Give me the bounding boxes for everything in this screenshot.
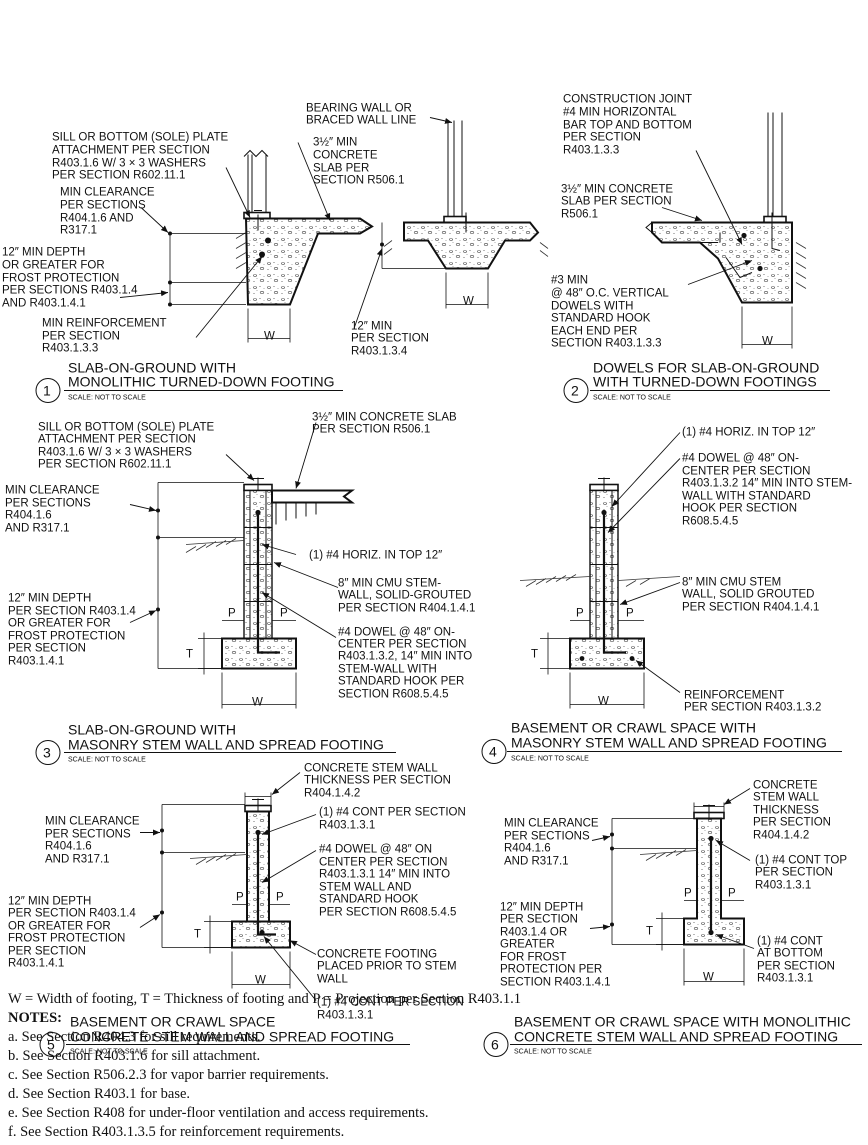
d3-scale: SCALE: NOT TO SCALE xyxy=(68,757,146,764)
d4-w-label: W xyxy=(598,696,609,708)
d4-scale: SCALE: NOT TO SCALE xyxy=(511,756,589,763)
d3-clearance-label: MIN CLEARANCE PER SECTIONS R404.1.6 AND … xyxy=(5,485,103,535)
d2-number-bubble xyxy=(563,378,589,403)
d4-t-label: T xyxy=(531,649,538,661)
d6-p-right: P xyxy=(728,888,736,900)
d4-p-right: P xyxy=(626,608,634,620)
d6-number: 6 xyxy=(491,1037,499,1053)
d6-title-1: BASEMENT OR CRAWL SPACE WITH MONOLITHIC xyxy=(514,1014,851,1030)
d1-number-bubble xyxy=(35,378,61,403)
d5-stem-label: CONCRETE STEM WALL THICKNESS PER SECTION… xyxy=(304,763,454,800)
detail-2: W CONSTRUCTION JOINT #4 MIN HORIZONTAL B… xyxy=(551,94,830,403)
d2-w-label: W xyxy=(762,336,773,348)
d3-p-left: P xyxy=(228,608,236,620)
d5-p-left: P xyxy=(236,892,244,904)
d5-dowel-label: #4 DOWEL @ 48″ ON CENTER PER SECTION R40… xyxy=(319,844,456,919)
d2-joint-label: CONSTRUCTION JOINT #4 MIN HORIZONTAL BAR… xyxy=(563,94,695,157)
note-b: b. See Section R403.1.6 for sill attachm… xyxy=(8,1048,261,1064)
d5-t-label: T xyxy=(194,929,201,941)
d1-sill-label: SILL OR BOTTOM (SOLE) PLATE ATTACHMENT P… xyxy=(52,132,231,182)
legend-notes: W = Width of footing, T = Thickness of f… xyxy=(8,990,858,1142)
detail-1: W W SILL OR BOTTOM (SOLE) PLATE ATTACHME… xyxy=(2,103,549,403)
d2-dowels-label: #3 MIN @ 48″ O.C. VERTICAL DOWELS WITH S… xyxy=(551,275,672,350)
d4-title-1: BASEMENT OR CRAWL SPACE WITH xyxy=(511,720,756,736)
d3-horiz-label: (1) #4 HORIZ. IN TOP 12″ xyxy=(309,550,442,562)
d3-p-right: P xyxy=(280,608,288,620)
d4-number: 4 xyxy=(489,744,497,760)
d4-reinf-label: REINFORCEMENT PER SECTION R403.1.3.2 xyxy=(684,690,821,714)
d6-p-left: P xyxy=(684,888,692,900)
d1-clearance-label: MIN CLEARANCE PER SECTIONS R404.1.6 AND … xyxy=(60,187,158,237)
d3-title-1: SLAB-ON-GROUND WITH xyxy=(68,722,236,738)
detail-5: T W P P CONCRETE STEM WALL THICKNESS PER… xyxy=(8,763,469,1057)
note-f: f. See Section R403.1.3.5 for reinforcem… xyxy=(8,1124,345,1140)
d5-footing-label: CONCRETE FOOTING PLACED PRIOR TO STEM WA… xyxy=(317,949,460,986)
d1-depth-label: 12″ MIN DEPTH OR GREATER FOR FROST PROTE… xyxy=(2,247,141,310)
d6-depth-label: 12″ MIN DEPTH PER SECTION R403.1.4 OR GR… xyxy=(500,902,611,989)
d6-cont-top-label: (1) #4 CONT TOP PER SECTION R403.1.3.1 xyxy=(755,855,850,892)
d6-stem-label: CONCRETE STEM WALL THICKNESS PER SECTION… xyxy=(753,780,834,842)
d5-cont-bottom-label: (1) #4 CONT PER SECTION R403.1.3.1 xyxy=(317,997,467,1022)
d4-horiz-label: (1) #4 HORIZ. IN TOP 12″ xyxy=(682,427,815,439)
d1-number: 1 xyxy=(43,383,51,399)
d5-title-1: BASEMENT OR CRAWL SPACE xyxy=(70,1014,275,1030)
dimension-definition: W = Width of footing, T = Thickness of f… xyxy=(8,991,522,1007)
d3-t-label: T xyxy=(186,649,193,661)
d3-w-label: W xyxy=(252,697,263,709)
d6-cont-bottom-label: (1) #4 CONT AT BOTTOM PER SECTION R403.1… xyxy=(757,936,838,985)
d3-number: 3 xyxy=(43,745,51,761)
d5-number-bubble xyxy=(39,1032,65,1057)
d4-title-2: MASONRY STEM WALL AND SPREAD FOOTING xyxy=(511,735,827,751)
d2-slab-label: 3½″ MIN CONCRETE SLAB PER SECTION R506.1 xyxy=(561,184,676,221)
d4-cmu-label: 8″ MIN CMU STEM WALL, SOLID GROUTED PER … xyxy=(682,577,819,614)
d1-w-label: W xyxy=(264,331,275,343)
d3-slab-label: 3½″ MIN CONCRETE SLAB PER SECTION R506.1 xyxy=(312,412,460,436)
d5-depth-label: 12″ MIN DEPTH PER SECTION R403.1.4 OR GR… xyxy=(8,896,139,970)
d4-number-bubble xyxy=(481,739,507,764)
d2-title-2: WITH TURNED-DOWN FOOTINGS xyxy=(593,374,817,390)
d1-min12-label: 12″ MIN PER SECTION R403.1.3.4 xyxy=(351,321,432,358)
d6-title-2: CONCRETE STEM WALL AND SPREAD FOOTING xyxy=(514,1029,838,1045)
d1b-w-label: W xyxy=(463,296,474,308)
d6-clearance-label: MIN CLEARANCE PER SECTIONS R404.1.6 AND … xyxy=(504,818,602,868)
d1-reinforcement-label: MIN REINFORCEMENT PER SECTION R403.1.3.3 xyxy=(42,318,170,355)
d1-title-2: MONOLITHIC TURNED-DOWN FOOTING xyxy=(68,374,335,390)
note-d: d. See Section R403.1 for base. xyxy=(8,1086,191,1102)
d4-dowel-label: #4 DOWEL @ 48″ ON- CENTER PER SECTION R4… xyxy=(682,453,855,528)
d3-sill-label: SILL OR BOTTOM (SOLE) PLATE ATTACHMENT P… xyxy=(38,422,217,471)
d3-title-2: MASONRY STEM WALL AND SPREAD FOOTING xyxy=(68,737,384,753)
d6-scale: SCALE: NOT TO SCALE xyxy=(514,1049,592,1056)
d3-number-bubble xyxy=(35,740,61,765)
d3-depth-label: 12″ MIN DEPTH PER SECTION R403.1.4 OR GR… xyxy=(8,593,139,668)
d5-number: 5 xyxy=(47,1037,55,1053)
d5-p-right: P xyxy=(276,892,284,904)
note-a: a. See Section R404.3 for sill requireme… xyxy=(8,1029,261,1045)
notes-heading: NOTES: xyxy=(8,1010,62,1026)
d2-number: 2 xyxy=(571,383,579,399)
d1-bearing-label: BEARING WALL OR BRACED WALL LINE xyxy=(306,103,417,127)
d1-scale: SCALE: NOT TO SCALE xyxy=(68,395,146,402)
d6-t-label: T xyxy=(646,926,653,938)
d5-w-label: W xyxy=(255,975,266,987)
d5-title-2: CONCRETE STEM WALL AND SPREAD FOOTING xyxy=(70,1029,394,1045)
note-c: c. See Section R506.2.3 for vapor barrie… xyxy=(8,1067,329,1083)
d6-number-bubble xyxy=(483,1032,509,1057)
d5-cont-label: (1) #4 CONT PER SECTION R403.1.3.1 xyxy=(319,807,469,832)
detail-6: T W P P CONCRETE STEM WALL THICKNESS PER… xyxy=(483,780,862,1057)
d3-dowel-label: #4 DOWEL @ 48″ ON- CENTER PER SECTION R4… xyxy=(338,627,475,701)
d2-scale: SCALE: NOT TO SCALE xyxy=(593,395,671,402)
d3-cmu-label: 8″ MIN CMU STEM- WALL, SOLID-GROUTED PER… xyxy=(338,578,475,615)
note-e: e. See Section R408 for under-floor vent… xyxy=(8,1105,429,1121)
d1-title-1: SLAB-ON-GROUND WITH xyxy=(68,360,236,376)
detail-4: T W P P (1) #4 HORIZ. IN TOP 12″ #4 DOWE… xyxy=(481,427,855,764)
detail-3: T W P P SILL OR BOTTOM (SOLE) PLATE ATTA… xyxy=(5,412,475,765)
d6-w-label: W xyxy=(703,972,714,984)
d2-title-1: DOWELS FOR SLAB-ON-GROUND xyxy=(593,360,819,376)
d1-slab-label: 3½″ MIN CONCRETE SLAB PER SECTION R506.1 xyxy=(313,137,404,187)
d4-p-left: P xyxy=(576,608,584,620)
d5-clearance-label: MIN CLEARANCE PER SECTIONS R404.1.6 AND … xyxy=(45,816,143,866)
d5-scale: SCALE: NOT TO SCALE xyxy=(70,1049,148,1056)
